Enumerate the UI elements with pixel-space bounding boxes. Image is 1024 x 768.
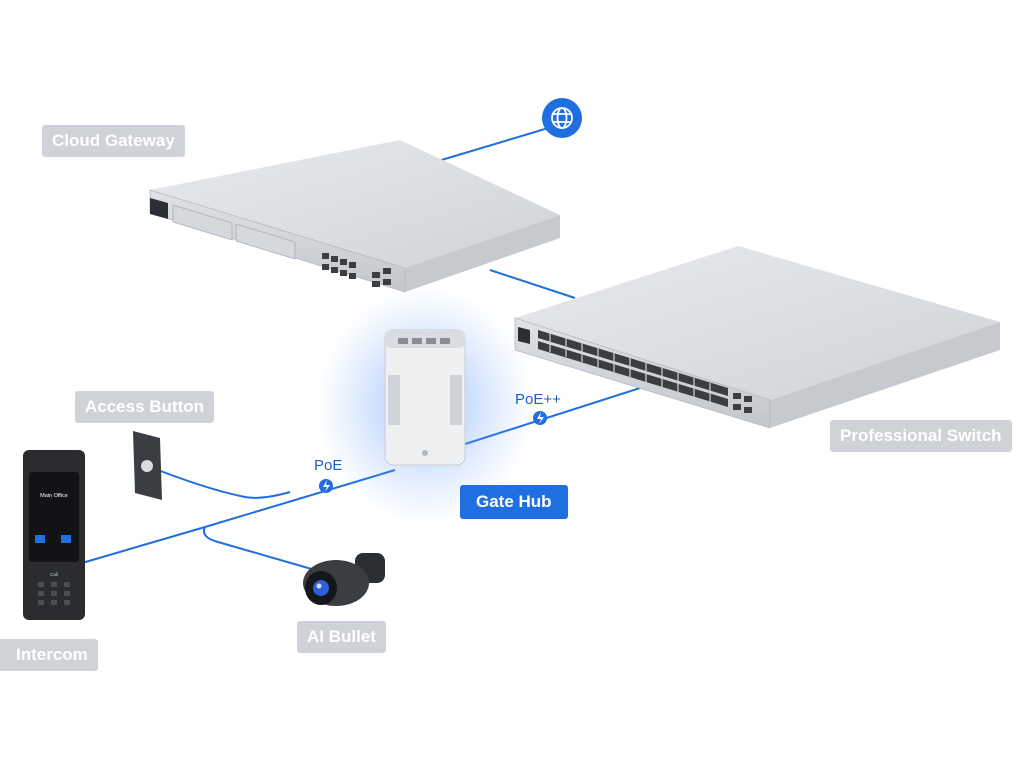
professional-switch-device: [514, 246, 1000, 429]
switch-port-block: [538, 330, 728, 407]
poe-plus-plus-label: PoE++: [515, 391, 561, 408]
ai-bullet-label: AI Bullet: [297, 621, 386, 653]
link-gateway-switch: [489, 269, 576, 299]
intercom-label: Intercom: [0, 639, 98, 671]
link-trunk-intercom: [81, 526, 206, 564]
lightning-bolt-icon: [319, 479, 333, 493]
professional-switch-label: Professional Switch: [830, 420, 1012, 452]
access-button-label: Access Button: [75, 391, 215, 423]
intercom-device: Main Office Call: [23, 450, 85, 620]
access-button-device: [133, 431, 162, 500]
gate-hub-device: [384, 329, 466, 466]
poe-label: PoE: [314, 457, 343, 474]
cloud-gateway-label: Cloud Gateway: [42, 125, 185, 157]
link-ai-bullet: [202, 526, 316, 571]
intercom-screen-heading: Main Office: [40, 493, 68, 499]
ai-bullet-camera: [303, 553, 385, 606]
gate-hub-label: Gate Hub: [460, 485, 568, 519]
intercom-screen-footer: Call: [50, 572, 58, 577]
lightning-bolt-icon: [533, 411, 547, 425]
cloud-gateway-device: [149, 140, 560, 293]
globe-icon: [542, 98, 582, 138]
intercom-keypad: [38, 582, 70, 605]
link-access-button: [157, 469, 291, 499]
